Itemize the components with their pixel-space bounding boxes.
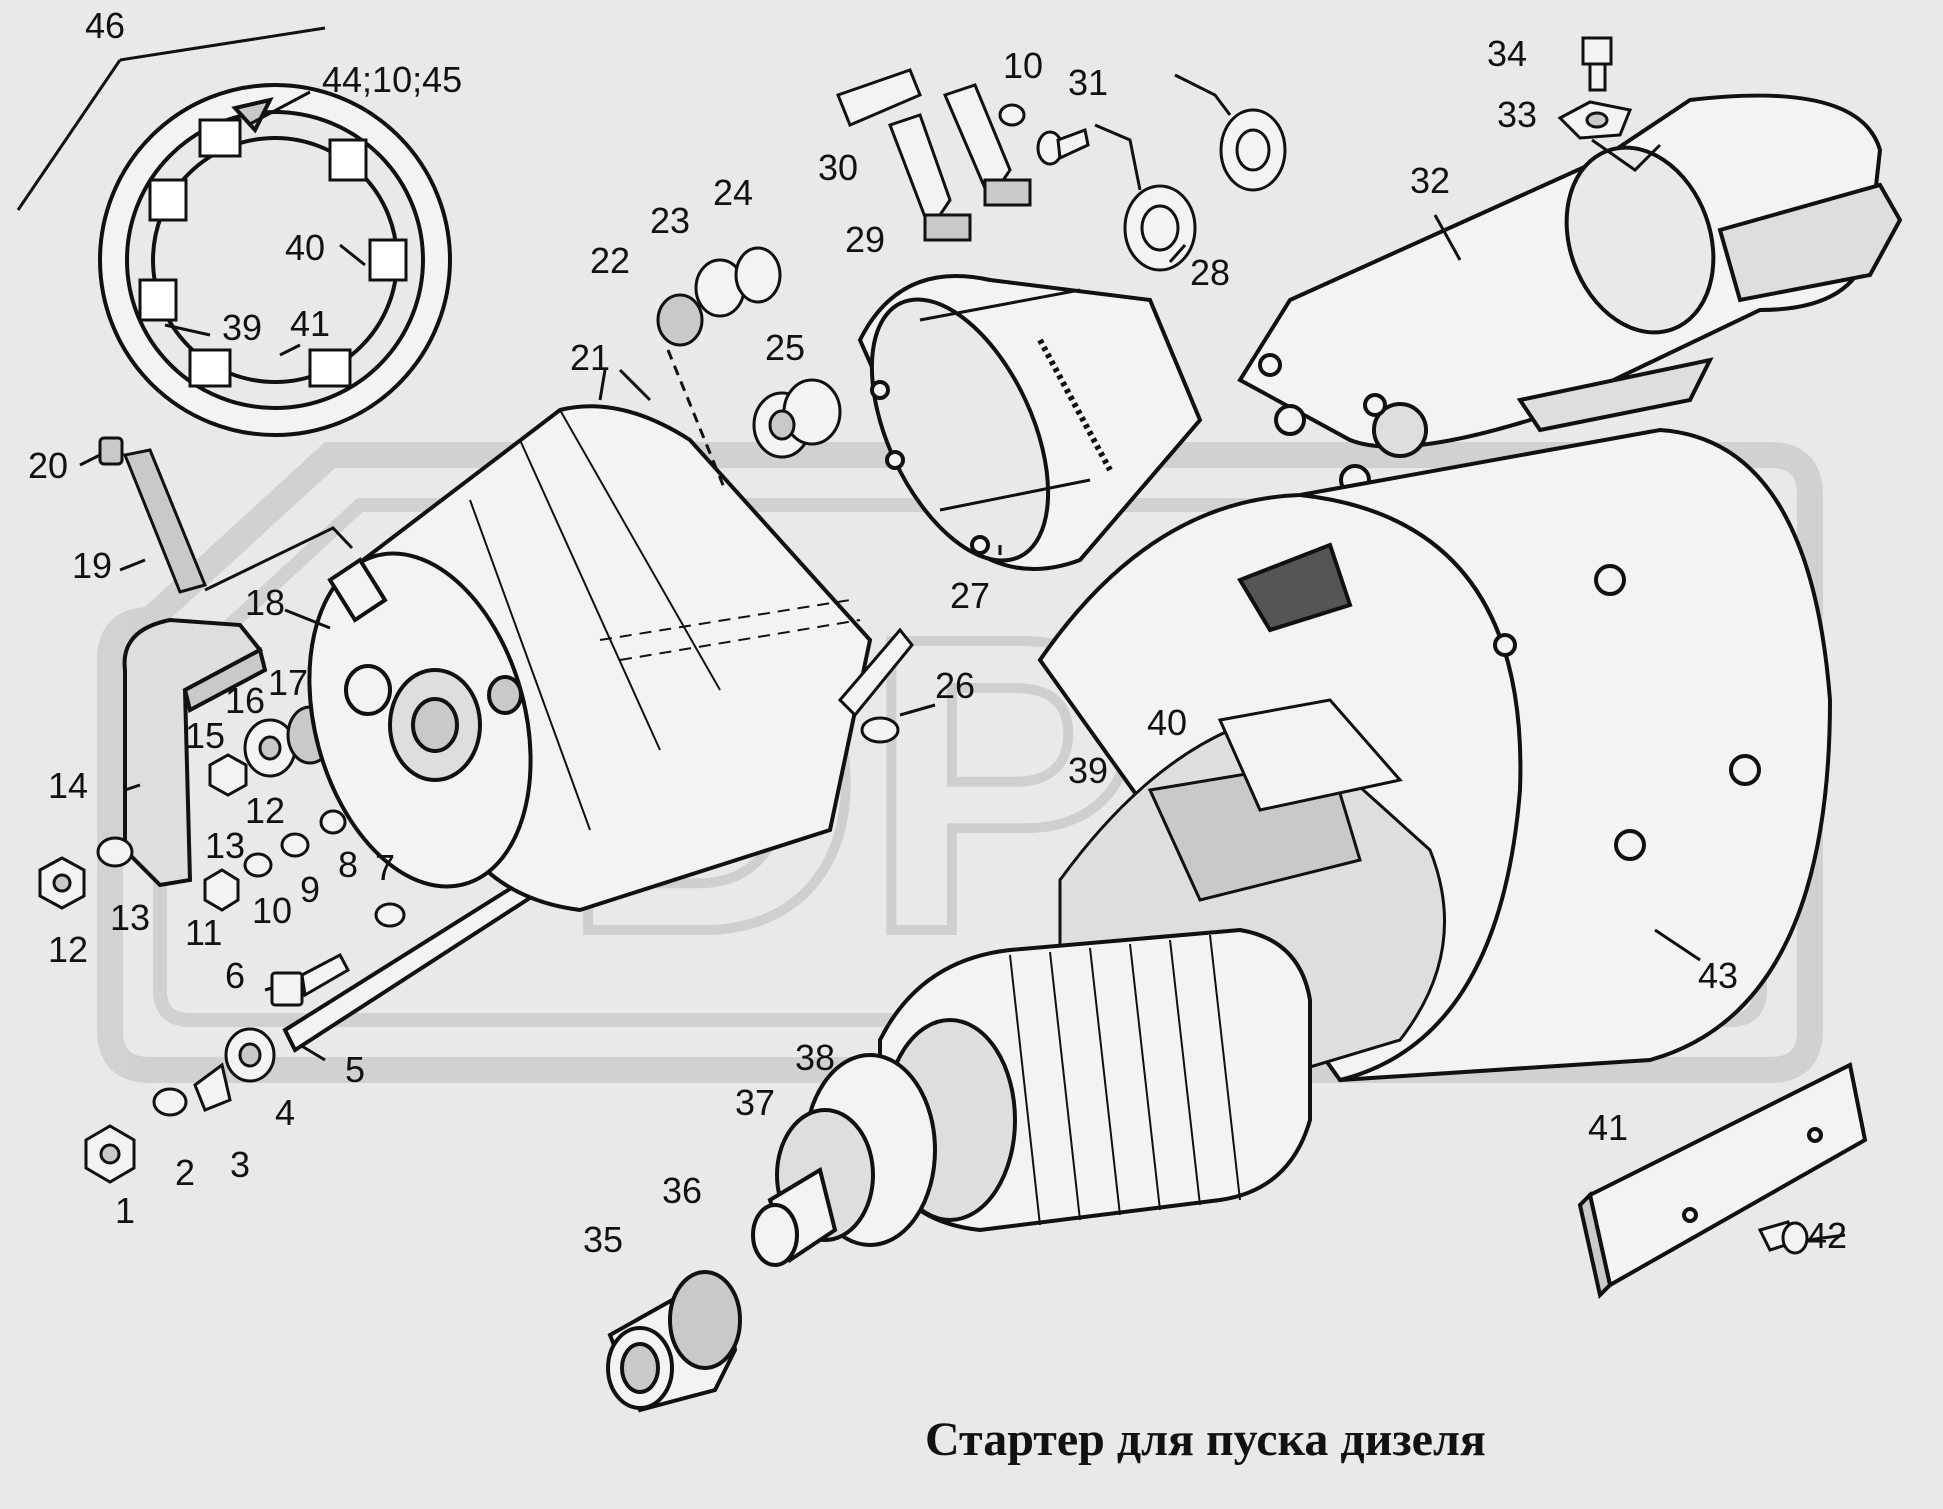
callout-40: 40 [1147, 702, 1188, 743]
part-41-pole-shoe [1577, 1062, 1868, 1299]
callout-3: 3 [230, 1144, 251, 1185]
callout-31: 31 [1068, 62, 1109, 103]
diagram-caption: Стартер для пуска дизеля [925, 1413, 1486, 1466]
callout-10a: 10 [252, 890, 293, 931]
callout-30: 30 [818, 147, 859, 188]
callout-5: 5 [345, 1049, 366, 1090]
part-29-brushes [888, 83, 1032, 242]
part-20-screw [98, 436, 124, 466]
callout-19: 19 [72, 545, 113, 586]
callout-9: 9 [300, 869, 321, 910]
callout-44-10-45: 44;10;45 [322, 59, 463, 100]
callout-27: 27 [950, 575, 991, 616]
callout-40-ring: 40 [285, 227, 326, 268]
callout-6: 6 [225, 955, 246, 996]
callout-34: 34 [1487, 33, 1528, 74]
part-21-drive-housing [307, 404, 873, 913]
callout-21: 21 [570, 337, 611, 378]
callout-42: 42 [1807, 1215, 1848, 1256]
part-28-springs [1094, 73, 1287, 272]
callout-22: 22 [590, 240, 631, 281]
callout-24: 24 [713, 172, 754, 213]
part-32-solenoid [1237, 93, 1903, 496]
callout-16: 16 [225, 680, 266, 721]
part-42-screw [1757, 1220, 1809, 1255]
part-38-armature [775, 927, 1312, 1247]
part-14-terminal-cover [122, 617, 268, 888]
part-31-screw [998, 103, 1090, 166]
part-26-stud [837, 627, 914, 744]
callout-14: 14 [48, 765, 89, 806]
callout-20: 20 [28, 445, 69, 486]
callout-39-ring: 39 [222, 307, 263, 348]
callout-33: 33 [1497, 94, 1538, 135]
callout-37: 37 [735, 1082, 776, 1123]
part-30-clip [836, 68, 922, 127]
callout-10b: 10 [1003, 45, 1044, 86]
callout-2: 2 [175, 1152, 196, 1193]
callout-13b: 13 [205, 825, 246, 866]
callout-41-ring: 41 [290, 303, 331, 344]
callout-46: 46 [85, 5, 126, 46]
callout-32: 32 [1410, 160, 1451, 201]
callout-11: 11 [185, 912, 223, 953]
part-37-shaft [751, 1166, 838, 1267]
callout-39: 39 [1068, 750, 1109, 791]
callout-38: 38 [795, 1037, 836, 1078]
parts-22-23-24 [656, 246, 782, 347]
part-46-brush-ring [98, 83, 452, 437]
leader-lines [79, 214, 1846, 1242]
part-19-pin [122, 448, 208, 594]
callout-26: 26 [935, 665, 976, 706]
callout-25: 25 [765, 327, 806, 368]
callout-4: 4 [275, 1092, 296, 1133]
callout-15: 15 [185, 715, 226, 756]
callout-12a: 12 [48, 929, 89, 970]
part-6-bolt [270, 952, 351, 1007]
callout-41: 41 [1588, 1107, 1629, 1148]
callout-28: 28 [1190, 252, 1231, 293]
callout-18: 18 [245, 582, 286, 623]
callout-13a: 13 [110, 897, 151, 938]
parts-33-34 [1557, 36, 1633, 140]
parts-35-36-bushing [606, 1270, 742, 1413]
callout-17: 17 [268, 662, 309, 703]
callout-1: 1 [115, 1190, 136, 1231]
callout-43: 43 [1698, 955, 1739, 996]
callout-29: 29 [845, 219, 886, 260]
callout-36: 36 [662, 1170, 703, 1211]
part-25-bushing [752, 378, 842, 459]
callout-8: 8 [338, 844, 359, 885]
left-fasteners [38, 753, 406, 1184]
callout-12b: 12 [245, 790, 286, 831]
callout-7: 7 [375, 847, 396, 888]
part-27-brush-plate [857, 274, 1203, 571]
callout-23: 23 [650, 200, 691, 241]
callout-35: 35 [583, 1219, 624, 1260]
